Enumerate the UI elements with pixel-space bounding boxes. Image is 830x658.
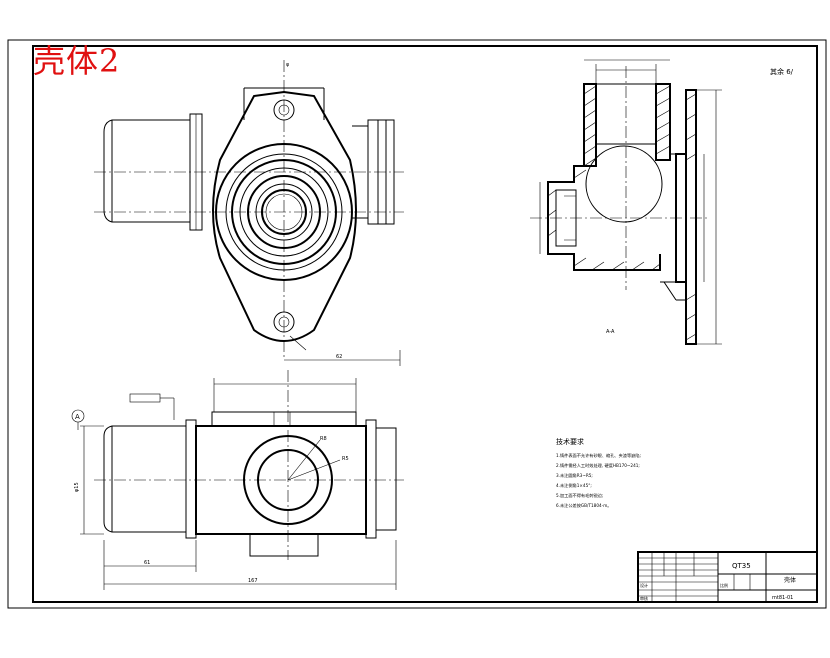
title-block: QT35 壳体 mt81-01 比例 设计 审核 <box>637 551 818 603</box>
top-view-side-dim: 62 <box>336 354 342 360</box>
tech-item: 4.未注倒角1×45°; <box>556 482 592 489</box>
top-view: φ 62 <box>94 60 404 366</box>
check-label: 审核 <box>640 595 648 601</box>
front-view: R8 R5 φ15 61 167 A <box>71 370 404 590</box>
sheet-title: 壳体2 <box>33 42 121 80</box>
material-text: QT35 <box>732 562 751 570</box>
section-label: A-A <box>606 329 615 335</box>
outer-border <box>7 39 827 609</box>
drawing-number-text: mt81-01 <box>772 595 793 601</box>
tech-requirements: 技术要求 1.铸件表面不允许有砂眼、缩孔、夹渣等缺陷; 2.铸件需经人工时效处理… <box>556 437 641 509</box>
design-label: 设计 <box>640 582 648 588</box>
bore-callout-label: R5 <box>342 456 349 462</box>
left-length-dim: 61 <box>144 560 150 566</box>
top-view-center-label: φ <box>286 62 290 68</box>
overall-length-dim: 167 <box>248 578 258 584</box>
part-name-text: 壳体 <box>784 576 796 584</box>
tech-item: 2.铸件需经人工时效处理, 硬度HB170~241; <box>556 462 640 469</box>
roughness-note: 其余 6/ <box>770 67 794 76</box>
tech-item: 1.铸件表面不允许有砂眼、缩孔、夹渣等缺陷; <box>556 452 641 459</box>
tech-item: 6.未注公差按GB/T1804-m。 <box>556 502 611 509</box>
bore-radius-label: R8 <box>320 436 327 442</box>
scale-label: 比例 <box>720 582 728 588</box>
inner-frame <box>32 45 818 603</box>
tech-heading: 技术要求 <box>556 437 584 446</box>
tech-item: 3.未注圆角R3~R5; <box>556 472 593 479</box>
left-diameter-dim: φ15 <box>74 482 80 492</box>
section-view: A-A <box>530 59 722 345</box>
datum-symbol: A <box>75 413 80 421</box>
tech-item: 5.加工面不得有毛刺锐边; <box>556 492 603 499</box>
